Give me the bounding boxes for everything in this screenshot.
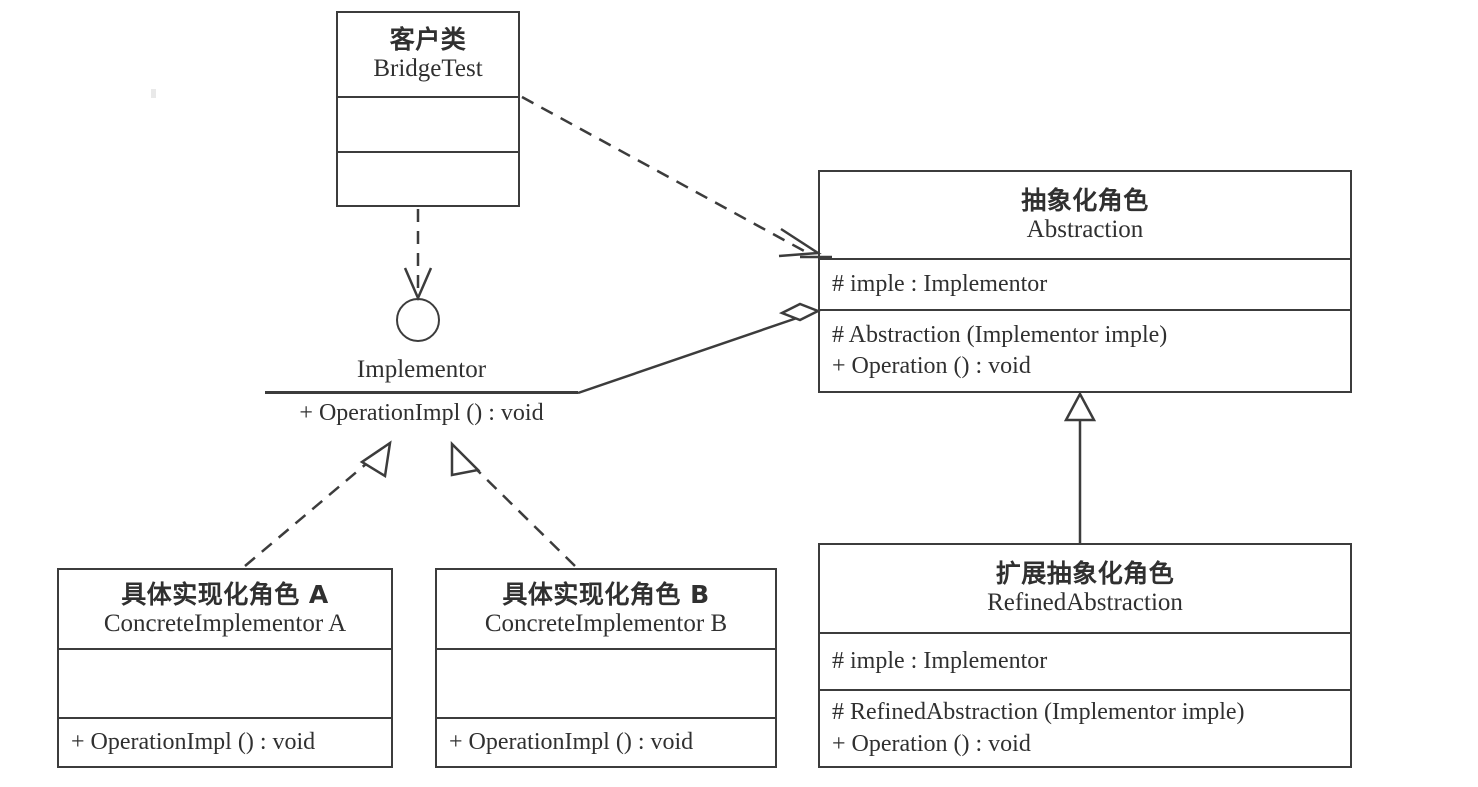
class-attributes-abstraction: # imple : Implementor — [820, 258, 1350, 309]
attribute-row: # imple : Implementor — [832, 647, 1048, 674]
class-name-concreteimplementor-a: ConcreteImplementor A — [103, 609, 347, 637]
class-name-concreteimplementor-b: ConcreteImplementor B — [484, 609, 728, 637]
class-operations-abstraction: # Abstraction (Implementor imple) + Oper… — [820, 309, 1350, 391]
class-box-refinedabstraction[interactable]: 扩展抽象化角色 RefinedAbstraction # imple : Imp… — [818, 543, 1352, 768]
class-attributes-bridgetest — [338, 96, 518, 151]
class-header-concreteimplementor-a: 具体实现化角色 A ConcreteImplementor A — [59, 570, 391, 648]
class-stereotype-cn-concreteimplementor-b: 具体实现化角色 B — [502, 579, 710, 609]
class-name-refinedabstraction: RefinedAbstraction — [987, 589, 1183, 617]
class-stereotype-cn-concreteimplementor-a: 具体实现化角色 A — [121, 579, 329, 609]
operation-row: # RefinedAbstraction (Implementor imple) — [832, 698, 1245, 725]
interface-lollipop-circle — [396, 298, 440, 342]
class-operations-refinedabstraction: # RefinedAbstraction (Implementor imple)… — [820, 689, 1350, 766]
operation-row: + OperationImpl () : void — [71, 728, 316, 755]
class-operations-bridgetest — [338, 151, 518, 205]
class-operations-concreteimplementor-a: + OperationImpl () : void — [59, 716, 391, 766]
class-header-concreteimplementor-b: 具体实现化角色 B ConcreteImplementor B — [437, 570, 775, 648]
class-stereotype-cn-abstraction: 抽象化角色 — [1021, 185, 1149, 215]
class-stereotype-cn-bridgetest: 客户类 — [389, 25, 467, 55]
operation-row: + Operation () : void — [832, 353, 1031, 380]
scan-artifact-speck — [151, 89, 156, 98]
class-operations-concreteimplementor-b: + OperationImpl () : void — [437, 716, 775, 766]
class-box-concreteimplementor-b[interactable]: 具体实现化角色 B ConcreteImplementor B + Operat… — [435, 568, 777, 768]
interface-operation-row: + OperationImpl () : void — [299, 400, 544, 426]
class-box-bridgetest[interactable]: 客户类 BridgeTest — [336, 11, 520, 207]
class-attributes-concreteimplementor-b — [437, 648, 775, 717]
class-box-concreteimplementor-a[interactable]: 具体实现化角色 A ConcreteImplementor A + Operat… — [57, 568, 393, 768]
class-name-abstraction: Abstraction — [1026, 215, 1144, 243]
class-attributes-refinedabstraction: # imple : Implementor — [820, 632, 1350, 689]
operation-row: + OperationImpl () : void — [449, 728, 694, 755]
operation-row: # Abstraction (Implementor imple) — [832, 321, 1168, 348]
class-header-bridgetest: 客户类 BridgeTest — [338, 13, 518, 96]
attribute-row: # imple : Implementor — [832, 271, 1048, 298]
class-attributes-concreteimplementor-a — [59, 648, 391, 717]
operation-row: + Operation () : void — [832, 730, 1031, 757]
class-box-abstraction[interactable]: 抽象化角色 Abstraction # imple : Implementor … — [818, 170, 1352, 393]
interface-divider-rule — [265, 391, 578, 394]
class-stereotype-cn-refinedabstraction: 扩展抽象化角色 — [995, 559, 1175, 589]
class-header-refinedabstraction: 扩展抽象化角色 RefinedAbstraction — [820, 545, 1350, 632]
class-header-abstraction: 抽象化角色 Abstraction — [820, 172, 1350, 258]
interface-name-implementor: Implementor — [356, 356, 487, 383]
class-name-bridgetest: BridgeTest — [373, 55, 483, 83]
